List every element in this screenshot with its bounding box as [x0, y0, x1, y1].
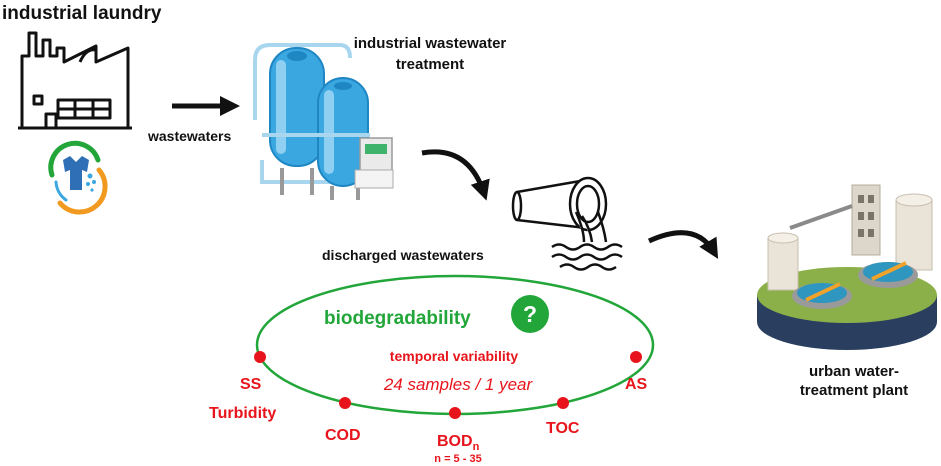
laundry-title: industrial laundry: [2, 3, 162, 24]
biodegradability-title: biodegradability: [324, 308, 471, 329]
bod-dot: [449, 407, 461, 419]
question-mark-text: ?: [523, 301, 537, 327]
urban-treatment-plant-illustration: [757, 184, 937, 350]
samples-label: 24 samples / 1 year: [383, 375, 534, 394]
as-dot: [630, 351, 642, 363]
ss-label: SS: [240, 376, 262, 393]
arrow-to-urban-plant: [647, 230, 719, 259]
laundry-logo-icon: [48, 140, 108, 215]
bod-label: BODn: [437, 433, 480, 453]
turbidity-label: Turbidity: [209, 405, 276, 422]
temporal-variability-label: temporal variability: [390, 348, 519, 364]
factory-icon: [18, 31, 132, 130]
discharged-label: discharged wastewaters: [322, 247, 484, 263]
toc-dot: [557, 397, 569, 409]
arrow-to-discharge: [421, 149, 490, 201]
bod-label-main: BOD: [437, 433, 473, 450]
wastewaters-label: wastewaters: [147, 128, 231, 144]
toc-label: TOC: [546, 420, 580, 437]
question-mark-icon: [511, 295, 549, 333]
as-label: AS: [625, 376, 648, 393]
bod-range-label: n = 5 - 35: [434, 453, 481, 465]
bod-label-subscript: n: [473, 441, 480, 453]
treatment-title-line2: treatment: [396, 56, 464, 73]
cod-dot: [339, 397, 351, 409]
urban-plant-title-line2: treatment plant: [800, 382, 908, 399]
treatment-title-line1: industrial wastewater: [354, 35, 507, 52]
treatment-tanks-illustration: [253, 43, 394, 200]
urban-plant-title-line1: urban water-: [809, 363, 899, 380]
ss-dot: [254, 351, 266, 363]
discharge-pipe-illustration: [511, 176, 623, 271]
cod-label: COD: [325, 427, 361, 444]
